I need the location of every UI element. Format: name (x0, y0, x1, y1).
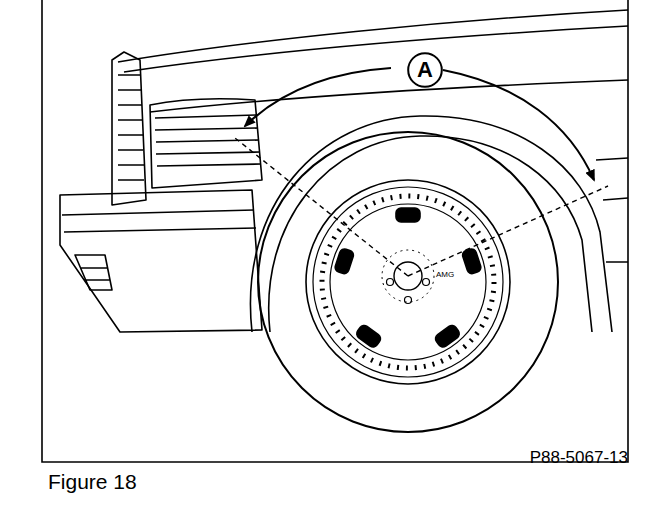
angle-lines (235, 138, 608, 276)
figure-code: P88-5067-13 (530, 448, 628, 468)
text-holder: P88-5067-13 (530, 448, 628, 468)
wheel (258, 132, 558, 432)
car-body (60, 10, 628, 332)
wheel-brand: AMG (436, 270, 454, 279)
callout-circle: A (407, 52, 443, 88)
frame (42, 0, 628, 462)
figure-caption: Figure 18 (48, 470, 137, 494)
callout-letter: A (407, 52, 443, 88)
text-holder: Figure 18 (48, 470, 137, 494)
text-holder: AMG (436, 270, 454, 279)
